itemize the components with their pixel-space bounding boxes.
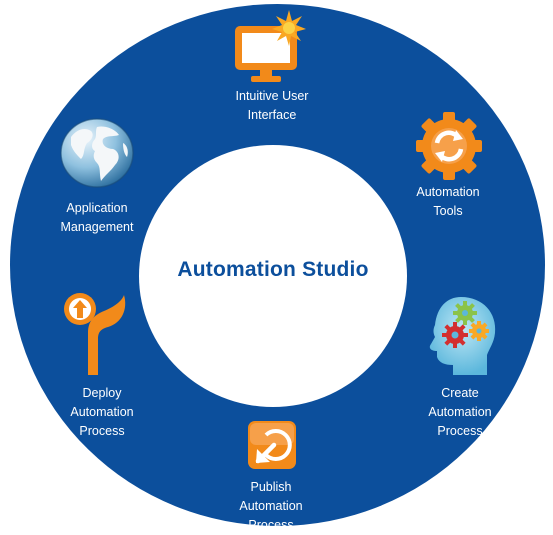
label-intuitive-ui: Intuitive User Interface [208, 87, 336, 125]
deploy-sprout-icon [58, 287, 130, 377]
label-deploy-process-line1: Deploy [82, 386, 122, 400]
label-automation-tools-line2: Tools [433, 204, 463, 218]
label-automation-tools-line1: Automation [416, 185, 480, 199]
label-deploy-process-line3: Process [79, 424, 125, 438]
label-deploy-process-line2: Automation [70, 405, 134, 419]
label-application-management-line1: Application [66, 201, 128, 215]
head-gears-icon [417, 293, 501, 379]
label-publish-process: Publish Automation Process [215, 478, 327, 535]
globe-icon [57, 115, 137, 191]
label-create-process: Create Automation Process [404, 384, 516, 441]
center-circle [139, 145, 407, 407]
label-deploy-process: Deploy Automation Process [46, 384, 158, 441]
label-application-management: Application Management [40, 199, 154, 237]
label-application-management-line2: Management [60, 220, 134, 234]
label-create-process-line1: Create [441, 386, 479, 400]
label-intuitive-ui-line1: Intuitive User [235, 89, 309, 103]
label-publish-process-line1: Publish [250, 480, 292, 494]
refresh-gear-icon [408, 108, 490, 184]
label-create-process-line2: Automation [428, 405, 492, 419]
center-title: Automation Studio [177, 258, 369, 281]
monitor-icon [229, 8, 307, 84]
label-publish-process-line3: Process [248, 518, 294, 532]
label-create-process-line3: Process [437, 424, 483, 438]
label-publish-process-line2: Automation [239, 499, 303, 513]
publish-arrow-icon [246, 419, 298, 473]
label-intuitive-ui-line2: Interface [247, 108, 297, 122]
label-automation-tools: Automation Tools [392, 183, 504, 221]
